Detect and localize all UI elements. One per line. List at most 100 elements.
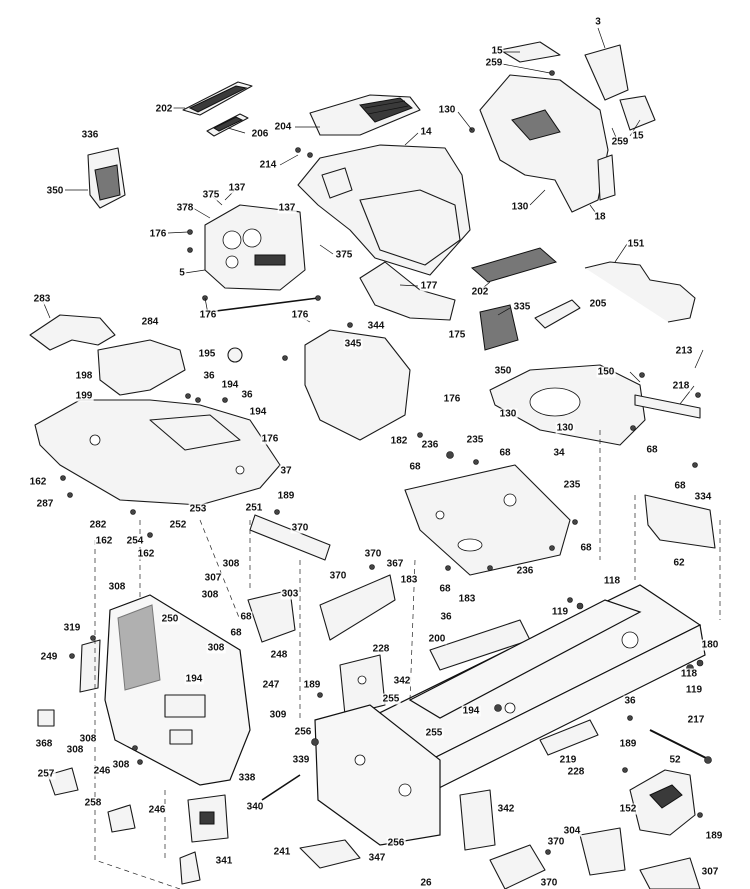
plate-319 (79, 639, 101, 693)
callout-176: 176 (290, 309, 310, 321)
bracket-367 (319, 574, 396, 641)
callout-68: 68 (408, 461, 422, 473)
callout-367: 367 (385, 558, 405, 570)
callout-130: 130 (555, 422, 575, 434)
callout-177: 177 (419, 280, 439, 292)
callout-204: 204 (273, 121, 293, 133)
callout-375: 375 (201, 189, 221, 201)
callout-342: 342 (496, 803, 516, 815)
callout-198: 198 (74, 370, 94, 382)
callout-52: 52 (668, 754, 682, 766)
steering-bracket (359, 261, 456, 321)
callout-15: 15 (631, 130, 645, 142)
callout-248: 248 (269, 649, 289, 661)
callout-5: 5 (178, 267, 186, 279)
front-frame-plate (314, 704, 441, 846)
callout-251: 251 (244, 502, 264, 514)
callout-340: 340 (245, 801, 265, 813)
callout-334: 334 (693, 491, 713, 503)
callout-375: 375 (334, 249, 354, 261)
front-shroud-182 (304, 329, 411, 441)
callout-219: 219 (558, 754, 578, 766)
bracket-219 (539, 719, 599, 756)
callout-118: 118 (679, 668, 699, 680)
callout-194: 194 (220, 379, 240, 391)
callout-308: 308 (107, 581, 127, 593)
hood-grille-top (309, 94, 421, 136)
callout-202: 202 (154, 103, 174, 115)
lens-205 (534, 299, 581, 329)
callout-241: 241 (272, 846, 292, 858)
callout-257: 257 (36, 768, 56, 780)
callout-62: 62 (672, 557, 686, 569)
rod-338 (261, 774, 301, 801)
dashboard (204, 204, 306, 291)
callout-335: 335 (512, 301, 532, 313)
callout-282: 282 (88, 519, 108, 531)
callout-34: 34 (552, 447, 566, 459)
bracket-303 (247, 589, 296, 643)
callout-205: 205 (588, 298, 608, 310)
callout-228: 228 (371, 643, 391, 655)
callout-194: 194 (461, 705, 481, 717)
callout-137: 137 (277, 202, 297, 214)
knob-195 (227, 347, 243, 363)
lower-links (489, 844, 546, 889)
callout-303: 303 (280, 588, 300, 600)
side-grille-202 (470, 247, 558, 283)
seat-152 (629, 769, 696, 836)
lens-335 (479, 304, 519, 351)
callout-370: 370 (546, 836, 566, 848)
callout-235: 235 (562, 479, 582, 491)
callout-308: 308 (78, 733, 98, 745)
callout-350: 350 (493, 365, 513, 377)
callout-236: 236 (420, 439, 440, 451)
callout-236: 236 (515, 565, 535, 577)
callout-14: 14 (419, 126, 433, 138)
callout-175: 175 (447, 329, 467, 341)
knob-panel (206, 113, 249, 137)
callout-255: 255 (424, 727, 444, 739)
callout-249: 249 (39, 651, 59, 663)
callout-36: 36 (240, 389, 254, 401)
callout-206: 206 (250, 128, 270, 140)
callout-162: 162 (94, 535, 114, 547)
callout-309: 309 (268, 709, 288, 721)
callout-118: 118 (602, 575, 622, 587)
callout-199: 199 (74, 390, 94, 402)
callout-370: 370 (539, 877, 559, 889)
plate-34 (404, 464, 571, 576)
callout-250: 250 (160, 613, 180, 625)
callout-214: 214 (258, 159, 278, 171)
rear-fender-283 (29, 314, 116, 351)
callout-68: 68 (498, 447, 512, 459)
bracket-334 (644, 494, 716, 549)
latch-258 (107, 804, 136, 833)
callout-151: 151 (626, 238, 646, 250)
frame-rail (363, 584, 706, 791)
callout-183: 183 (399, 574, 419, 586)
callout-68: 68 (645, 444, 659, 456)
callout-283: 283 (32, 293, 52, 305)
cover-340 (187, 794, 229, 843)
callout-3: 3 (594, 16, 602, 28)
callout-182: 182 (389, 435, 409, 447)
callout-189: 189 (276, 490, 296, 502)
callout-308: 308 (200, 589, 220, 601)
plate-342b (459, 789, 496, 851)
callout-350: 350 (45, 185, 65, 197)
callout-246: 246 (147, 804, 167, 816)
callout-368: 368 (34, 738, 54, 750)
callout-36: 36 (439, 611, 453, 623)
callout-339: 339 (291, 754, 311, 766)
callout-18: 18 (593, 211, 607, 223)
callout-202: 202 (470, 286, 490, 298)
callout-162: 162 (28, 476, 48, 488)
callout-255: 255 (381, 693, 401, 705)
callout-195: 195 (197, 348, 217, 360)
callout-284: 284 (140, 316, 160, 328)
callout-370: 370 (363, 548, 383, 560)
bracket-307b (639, 857, 701, 889)
callout-213: 213 (674, 345, 694, 357)
callout-338: 338 (237, 772, 257, 784)
